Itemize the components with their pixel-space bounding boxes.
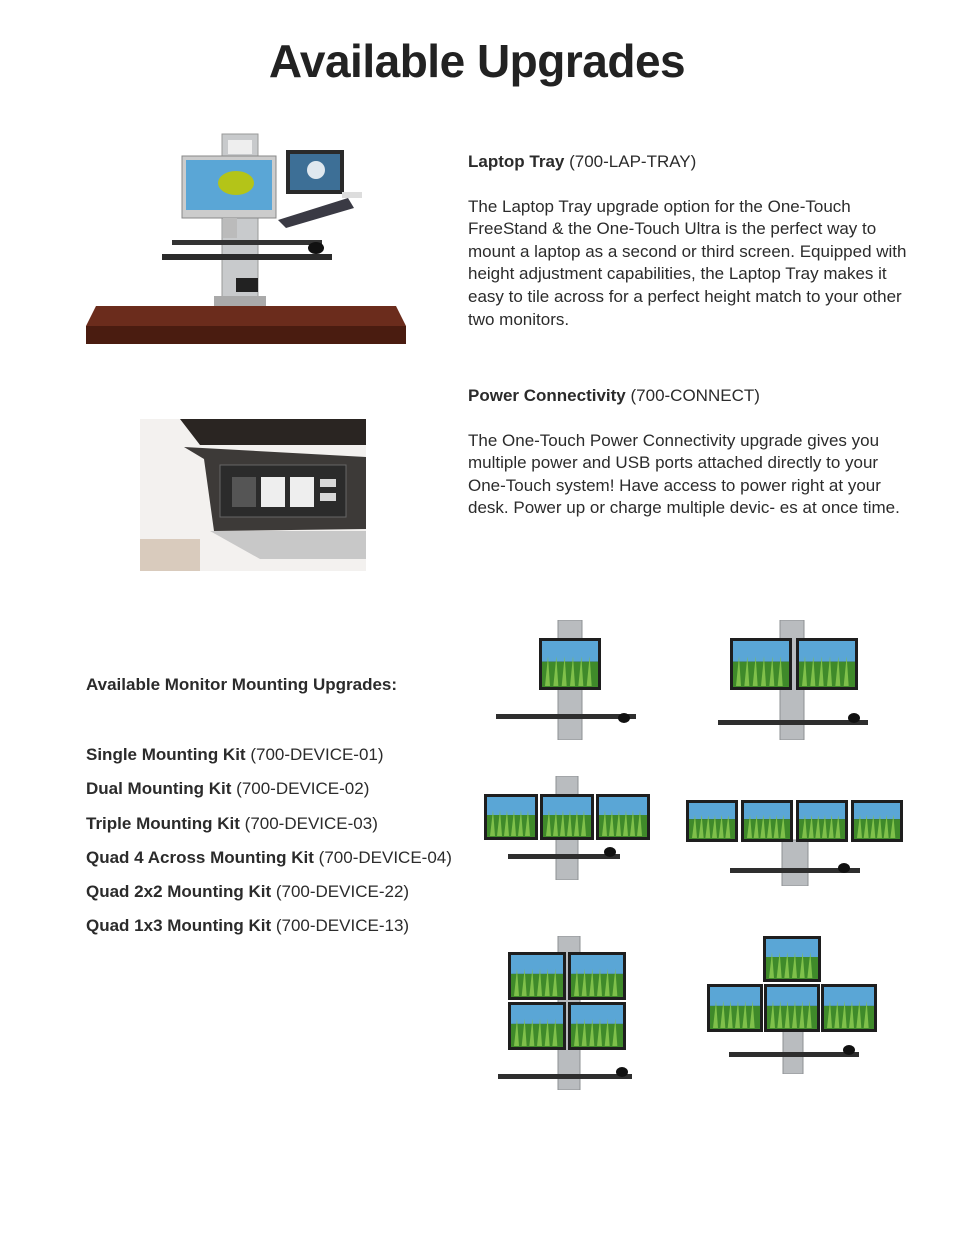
laptop-tray-photo [86, 128, 406, 344]
laptop-tray-description: The Laptop Tray upgrade option for the O… [468, 196, 907, 329]
kit-code: (700-DEVICE-22) [275, 882, 410, 902]
kit-name: Triple Mounting Kit [86, 813, 240, 833]
list-item: Single Mounting Kit (700-DEVICE-01) [86, 744, 452, 778]
kit-name: Single Mounting Kit [86, 745, 246, 764]
kit-code: (700-DEVICE-03) [244, 813, 378, 833]
kit-code: (700-DEVICE-13) [275, 916, 410, 936]
laptop-tray-name: Laptop Tray [468, 152, 565, 171]
quad-4-across-mount-image [684, 790, 906, 887]
monitor-mounting-heading: Available Monitor Mounting Upgrades: [86, 675, 398, 694]
kit-code: (700-DEVICE-01) [250, 745, 384, 764]
kit-name: Dual Mounting Kit [86, 779, 232, 799]
power-connectivity-name: Power Connectivity [468, 386, 626, 405]
triple-mount-image [482, 775, 652, 881]
dual-mount-image [704, 619, 882, 741]
mounting-kit-list: Single Mounting Kit (700-DEVICE-01) Dual… [86, 744, 452, 950]
kit-name: Quad 4 Across Mounting Kit [86, 847, 314, 867]
laptop-tray-section: Laptop Tray (700-LAP-TRAY) The Laptop Tr… [468, 151, 913, 331]
power-connectivity-section: Power Connectivity (700-CONNECT) The One… [468, 385, 913, 520]
kit-code: (700-DEVICE-02) [236, 779, 370, 799]
list-item: Quad 1x3 Mounting Kit (700-DEVICE-13) [86, 915, 452, 949]
list-item: Triple Mounting Kit (700-DEVICE-03) [86, 813, 452, 847]
list-item: Dual Mounting Kit (700-DEVICE-02) [86, 778, 452, 812]
power-connectivity-description: The One-Touch Power Connectivity upgrade… [468, 430, 900, 518]
kit-name: Quad 1x3 Mounting Kit [86, 916, 272, 936]
kit-name: Quad 2x2 Mounting Kit [86, 882, 272, 902]
power-connectivity-photo [140, 419, 366, 571]
page-title: Available Upgrades [268, 35, 686, 87]
power-connectivity-code: (700-CONNECT) [630, 386, 760, 405]
list-item: Quad 2x2 Mounting Kit (700-DEVICE-22) [86, 881, 452, 915]
list-item: Quad 4 Across Mounting Kit (700-DEVICE-0… [86, 847, 452, 881]
single-mount-image [484, 619, 649, 741]
laptop-tray-code: (700-LAP-TRAY) [569, 152, 697, 171]
quad-2x2-mount-image [496, 935, 642, 1091]
kit-code: (700-DEVICE-04) [318, 847, 452, 867]
quad-1x3-mount-image [703, 934, 881, 1075]
